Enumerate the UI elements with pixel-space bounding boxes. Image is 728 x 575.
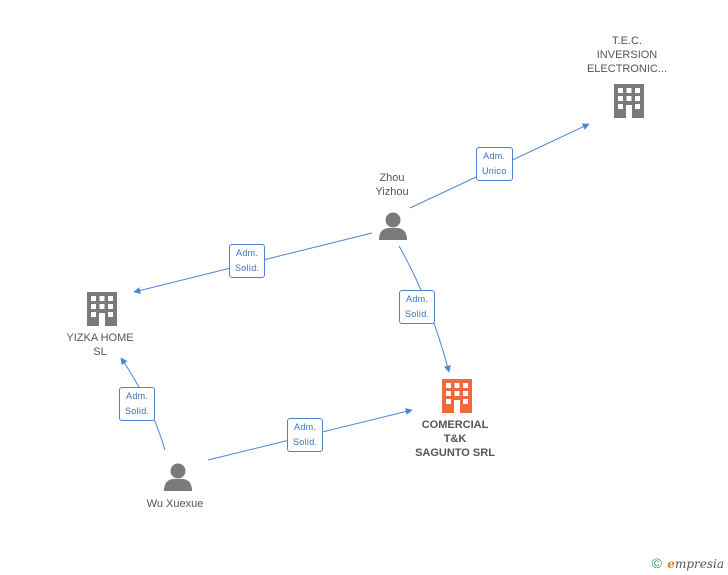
person-icon[interactable] xyxy=(164,463,192,492)
node-label-comercial[interactable]: COMERCIAL T&K SAGUNTO SRL xyxy=(415,419,495,459)
building-icon-main[interactable] xyxy=(442,379,472,413)
brand-logo-initial: e xyxy=(667,557,675,571)
edge-label-zhou-tec: Adm. Unico xyxy=(476,147,513,181)
building-icon[interactable] xyxy=(614,84,644,118)
node-label-yizka[interactable]: YIZKA HOME SL xyxy=(66,332,134,358)
node-label-zhou[interactable]: Zhou Yizhou xyxy=(375,172,409,198)
brand-logo-rest: mpresia xyxy=(674,557,724,571)
person-icon[interactable] xyxy=(379,212,407,241)
edge-label-zhou-yizka: Adm. Solid. xyxy=(229,244,266,278)
edge-label-zhou-comercial: Adm. Solid. xyxy=(399,290,436,324)
node-label-tec[interactable]: T.E.C. INVERSION ELECTRONIC... xyxy=(586,35,668,75)
brand-logo[interactable]: empresia xyxy=(667,557,724,571)
building-icon[interactable] xyxy=(87,292,117,326)
edge-label-wu-yizka: Adm. Solid. xyxy=(119,387,156,421)
edge-label-wu-comercial: Adm. Solid. xyxy=(287,418,324,452)
node-label-wu[interactable]: Wu Xuexue xyxy=(146,498,204,510)
copyright-icon: © xyxy=(651,555,662,571)
copyright-footer: © empresia xyxy=(652,555,724,571)
